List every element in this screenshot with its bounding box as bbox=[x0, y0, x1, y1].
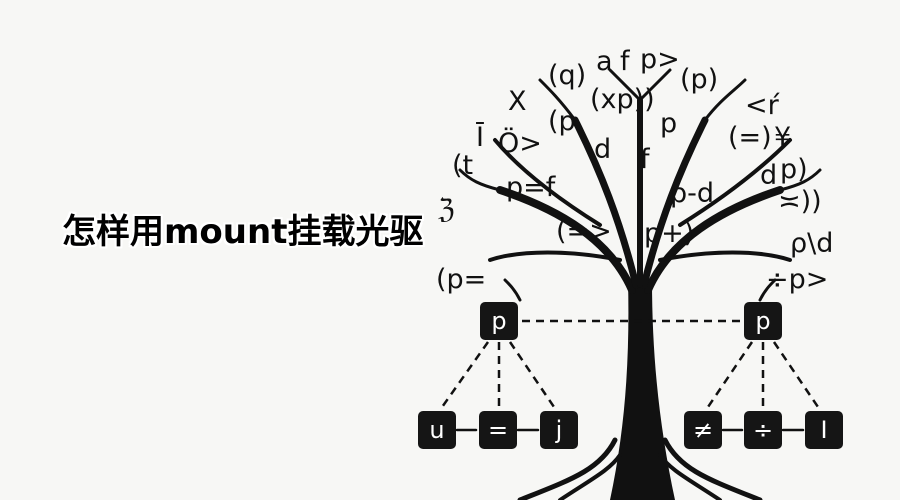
symbol: f bbox=[640, 144, 650, 175]
symbol: p bbox=[660, 108, 678, 139]
symbol: p+) bbox=[644, 218, 695, 249]
symbol: ℨ bbox=[438, 194, 455, 225]
symbol: (xp)) bbox=[590, 84, 655, 115]
symbol: d bbox=[760, 160, 778, 191]
symbol: p=f bbox=[506, 172, 556, 203]
symbol: ρ\d bbox=[790, 228, 834, 259]
symbol: d bbox=[594, 134, 612, 165]
node-left-child: j bbox=[540, 411, 578, 449]
symbol: (=> bbox=[556, 216, 612, 247]
symbol: X bbox=[508, 86, 527, 117]
symbol: (t bbox=[452, 150, 474, 181]
node-right-child: ÷ bbox=[744, 411, 782, 449]
symbol: p-d bbox=[670, 178, 715, 209]
symbol: ≍)) bbox=[778, 186, 822, 217]
symbol: ÷p> bbox=[766, 264, 829, 295]
node-left-child: = bbox=[479, 411, 517, 449]
symbol: (p= bbox=[436, 264, 487, 295]
symbol: (p bbox=[548, 106, 576, 137]
node-left-child: u bbox=[418, 411, 456, 449]
symbol: (p) bbox=[680, 64, 719, 95]
page-title: 怎样用mount挂载光驱 bbox=[62, 212, 424, 252]
symbol: f bbox=[620, 46, 630, 77]
symbol: a bbox=[596, 46, 613, 77]
node-top-right: p bbox=[744, 302, 782, 340]
symbol: (=) bbox=[728, 122, 772, 153]
symbol: Ī bbox=[476, 122, 484, 153]
symbol: ¥ bbox=[774, 122, 792, 153]
node-top-left: p bbox=[480, 302, 518, 340]
symbol: <ŕ bbox=[745, 90, 779, 121]
node-right-child: I bbox=[805, 411, 843, 449]
symbol: p) bbox=[780, 154, 808, 185]
symbol: (q) bbox=[548, 60, 587, 91]
symbol: Ö> bbox=[498, 128, 542, 159]
node-right-child: ≠ bbox=[684, 411, 722, 449]
symbol: p> bbox=[640, 44, 680, 75]
